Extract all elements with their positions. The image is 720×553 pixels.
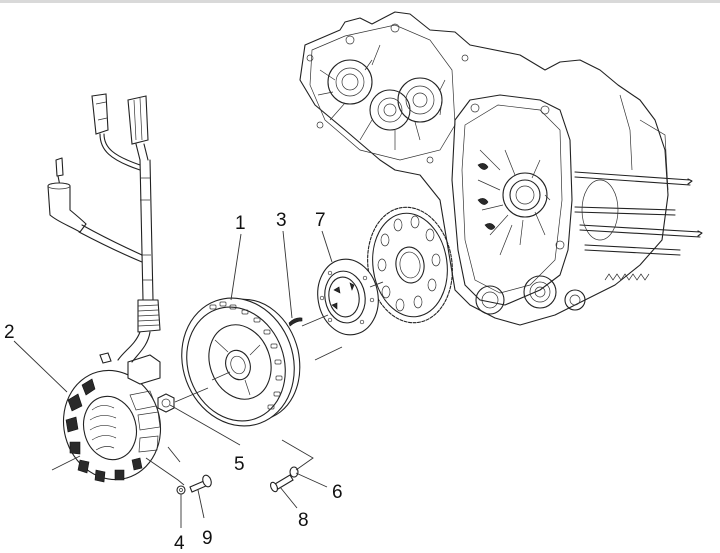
callout-labels: 1 2 3 4 5 6 7 8 9 <box>4 210 343 553</box>
cylinder-studs <box>574 171 703 256</box>
wiring-harness <box>47 93 161 363</box>
callout-8: 8 <box>298 510 309 531</box>
washer-6 <box>289 466 299 478</box>
stator <box>62 352 162 483</box>
callout-1: 1 <box>235 213 246 234</box>
callout-9: 9 <box>202 528 213 549</box>
leader-lines <box>13 230 384 528</box>
flywheel-nut <box>157 393 175 413</box>
callout-4: 4 <box>174 533 185 553</box>
top-border <box>0 0 720 3</box>
callout-2: 2 <box>4 322 15 343</box>
washer-4 <box>176 485 186 495</box>
callout-6: 6 <box>332 482 343 503</box>
bolt-8 <box>270 474 294 493</box>
flywheel-rotor <box>181 297 301 427</box>
starter-clutch <box>317 258 379 336</box>
bolt-9 <box>189 474 212 493</box>
callout-3: 3 <box>276 210 287 231</box>
woodruff-key <box>288 317 303 327</box>
callout-7: 7 <box>315 210 326 231</box>
crankcase <box>299 11 703 326</box>
callout-5: 5 <box>234 454 245 475</box>
